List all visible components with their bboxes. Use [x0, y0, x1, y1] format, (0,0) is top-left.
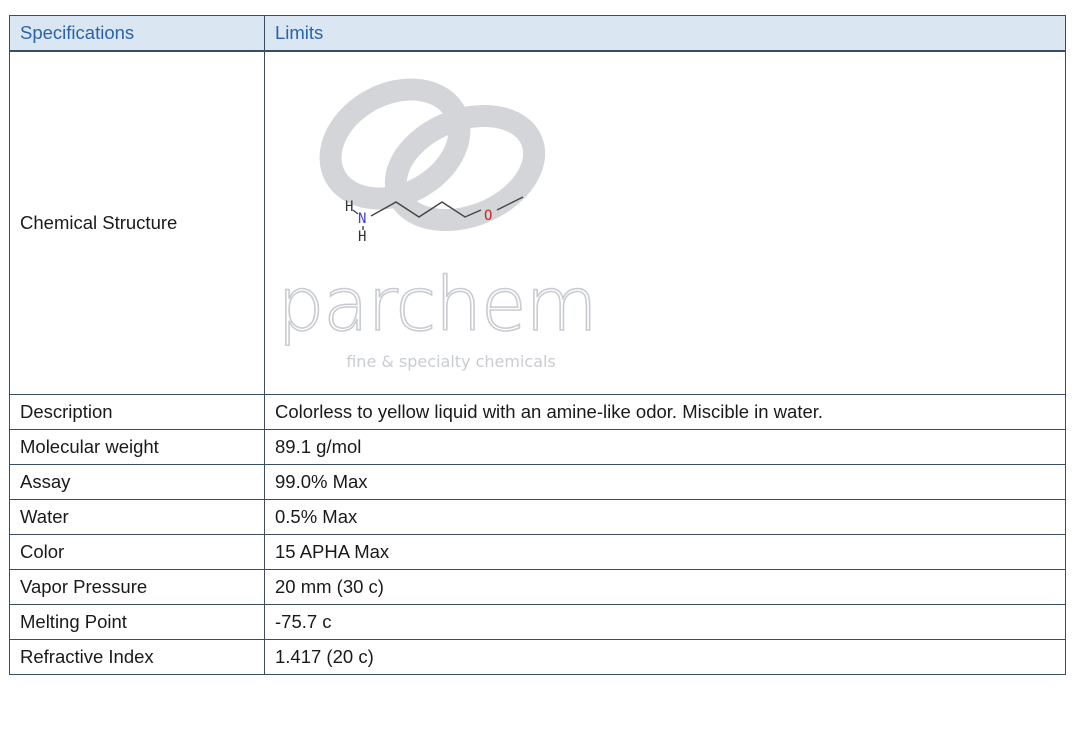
header-specifications: Specifications	[9, 15, 265, 52]
table-row: Refractive Index 1.417 (20 c)	[9, 639, 1066, 675]
spec-limit: 0.5% Max	[264, 499, 1066, 535]
header-row: Specifications Limits	[9, 15, 1066, 52]
watermark-brand: parchem	[277, 262, 596, 348]
table-row: Melting Point -75.7 c	[9, 604, 1066, 640]
bond-chain	[370, 201, 482, 218]
chemical-structure-image: parchem fine & specialty chemicals H N H…	[277, 78, 598, 371]
spec-name: Molecular weight	[9, 429, 265, 465]
atom-oxygen: O	[484, 208, 492, 224]
structure-label: Chemical Structure	[9, 50, 265, 395]
table-row: Molecular weight 89.1 g/mol	[9, 429, 1066, 465]
atom-h-top: H	[345, 199, 353, 215]
molecule-bonds	[352, 196, 524, 230]
bond-o-methyl	[496, 196, 524, 211]
spec-limit: 15 APHA Max	[264, 534, 1066, 570]
table-row: Water 0.5% Max	[9, 499, 1066, 535]
table-row: Vapor Pressure 20 mm (30 c)	[9, 569, 1066, 605]
spec-name: Assay	[9, 464, 265, 500]
bond-n-h-top	[352, 209, 359, 215]
spec-name: Melting Point	[9, 604, 265, 640]
parchem-logo-rings	[319, 78, 546, 232]
spec-name: Vapor Pressure	[9, 569, 265, 605]
table-row: Description Colorless to yellow liquid w…	[9, 394, 1066, 430]
spec-name: Water	[9, 499, 265, 535]
spec-limit: Colorless to yellow liquid with an amine…	[264, 394, 1066, 430]
spec-limit: 89.1 g/mol	[264, 429, 1066, 465]
structure-cell: parchem fine & specialty chemicals H N H…	[264, 50, 1066, 395]
spec-limit: 99.0% Max	[264, 464, 1066, 500]
table-row: Assay 99.0% Max	[9, 464, 1066, 500]
spec-limit: -75.7 c	[264, 604, 1066, 640]
spec-limit: 20 mm (30 c)	[264, 569, 1066, 605]
spec-name: Description	[9, 394, 265, 430]
atom-nitrogen: N	[358, 211, 366, 227]
structure-row: Chemical Structure parchem fine & specia…	[9, 50, 1066, 395]
spec-name: Refractive Index	[9, 639, 265, 675]
header-limits: Limits	[264, 15, 1066, 52]
atom-h-bottom: H	[358, 229, 366, 245]
table-row: Color 15 APHA Max	[9, 534, 1066, 570]
spec-limit: 1.417 (20 c)	[264, 639, 1066, 675]
logo-ring-right	[384, 104, 546, 232]
spec-name: Color	[9, 534, 265, 570]
specifications-table: Specifications Limits Chemical Structure…	[9, 15, 1066, 675]
watermark-tagline: fine & specialty chemicals	[346, 352, 556, 371]
